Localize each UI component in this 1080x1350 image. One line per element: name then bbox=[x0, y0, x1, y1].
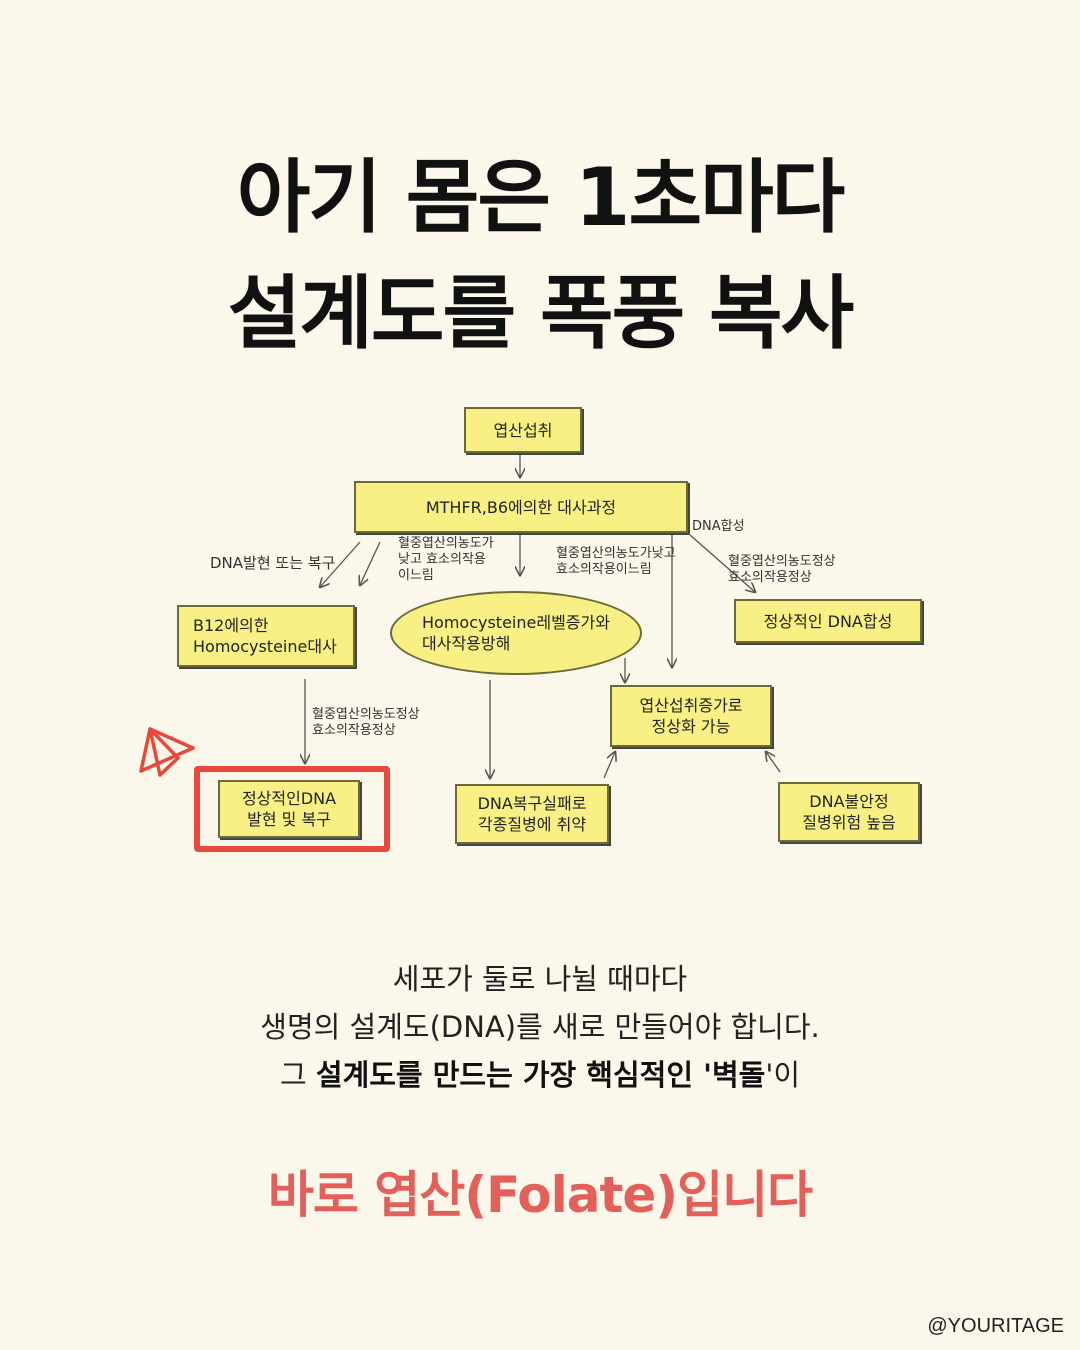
account-handle: @YOURITAGE bbox=[927, 1315, 1064, 1337]
node-intake-increase: 엽산섭취증가로 정상화 가능 bbox=[610, 685, 772, 747]
node-folate-intake: 엽산섭취 bbox=[464, 407, 582, 453]
hand-drawn-star-icon bbox=[139, 727, 195, 777]
body-line-1: 세포가 둘로 나뉠 때마다 bbox=[392, 962, 688, 996]
node-homocysteine-increase: Homocysteine레벨증가와 대사작용방해 bbox=[390, 591, 642, 675]
node-dna-instability: DNA불안정 질병위험 높음 bbox=[778, 782, 920, 842]
label-low-concentration-1: 혈중엽산의농도가 낮고 효소의작용 이느림 bbox=[398, 536, 494, 583]
body-line-3-bold: 설계도를 만드는 가장 핵심적인 '벽돌 bbox=[315, 1058, 766, 1092]
node-normal-dna-expression: 정상적인DNA 발현 및 복구 bbox=[218, 780, 360, 838]
body-text: 세포가 둘로 나뉠 때마다 생명의 설계도(DNA)를 새로 만들어야 합니다.… bbox=[0, 955, 1080, 1099]
node-dna-repair-failure: DNA복구실패로 각종질병에 취약 bbox=[455, 784, 609, 844]
body-line-3-post: '이 bbox=[765, 1058, 801, 1092]
label-dna-expression: DNA발현 또는 복구 bbox=[210, 554, 336, 572]
page-title: 아기 몸은 1초마다 설계도를 폭풍 복사 bbox=[0, 140, 1080, 372]
body-line-3-pre: 그 bbox=[279, 1058, 316, 1092]
node-b12-homocysteine: B12에의한 Homocysteine대사 bbox=[177, 605, 355, 667]
node-normal-dna-synthesis: 정상적인 DNA합성 bbox=[734, 599, 922, 643]
title-line-1: 아기 몸은 1초마다 bbox=[236, 151, 846, 244]
folate-flow-diagram: 엽산섭취 MTHFR,B6에의한 대사과정 DNA발현 또는 복구 혈중엽산의농… bbox=[0, 395, 1080, 875]
node-mthfr-metabolism: MTHFR,B6에의한 대사과정 bbox=[354, 481, 688, 533]
label-low-concentration-2: 혈중엽산의농도가낮고 효소의작용이느림 bbox=[556, 546, 676, 577]
label-dna-synthesis: DNA합성 bbox=[692, 519, 745, 534]
diagram-arrows bbox=[139, 453, 781, 875]
body-line-2: 생명의 설계도(DNA)를 새로 만들어야 합니다. bbox=[260, 1010, 820, 1044]
title-line-2: 설계도를 폭풍 복사 bbox=[227, 267, 855, 360]
label-normal-concentration-right: 혈중엽산의농도정상 효소의작용정상 bbox=[728, 554, 836, 585]
folate-highlight-text: 바로 엽산(Folate)입니다 bbox=[267, 1166, 813, 1224]
body-line-3: 그 설계도를 만드는 가장 핵심적인 '벽돌'이 bbox=[0, 1051, 1080, 1099]
label-normal-concentration-left: 혈중엽산의농도정상 효소의작용정상 bbox=[312, 707, 420, 738]
highlight-box bbox=[194, 766, 390, 852]
